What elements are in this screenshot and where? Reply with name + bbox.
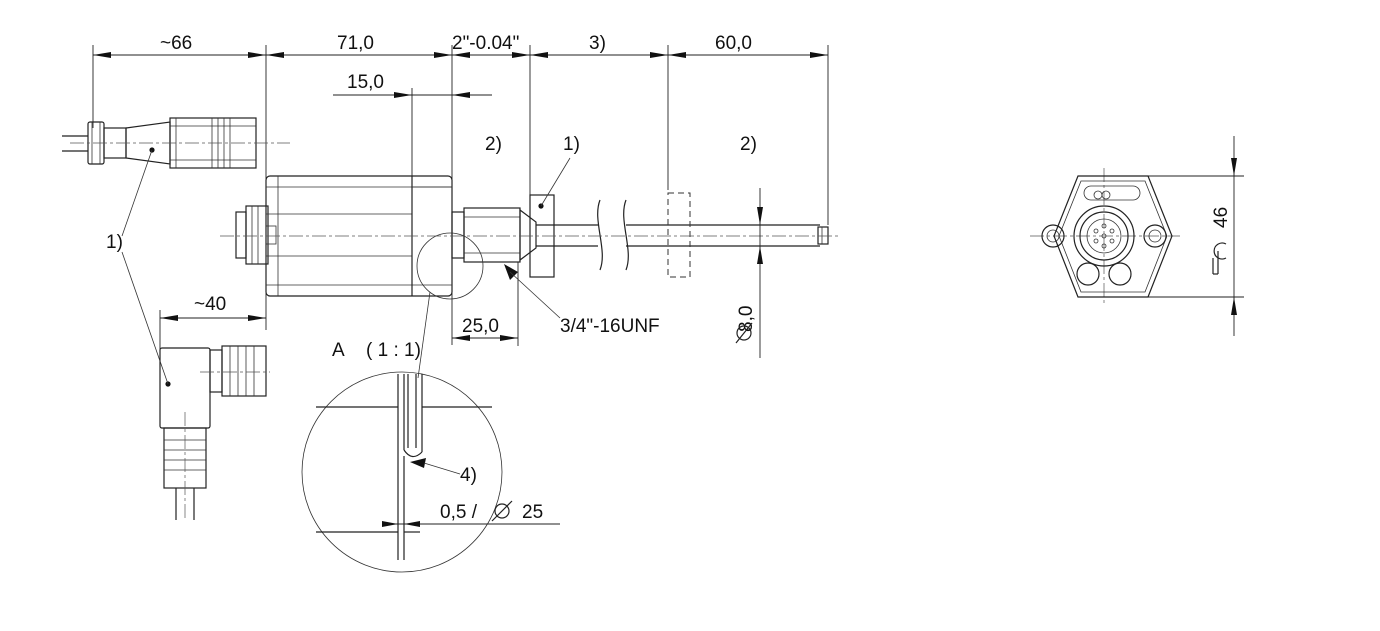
dim-stroke-ref: 3): [589, 33, 606, 54]
dim-hex-width: 25,0: [462, 316, 499, 337]
wrench-dimension: 46: [1108, 136, 1244, 336]
rod-diameter-dimension: 8,0: [735, 188, 776, 358]
dim-flange-width: 15,0: [347, 72, 384, 93]
note-2-right: 2): [740, 134, 757, 155]
angled-connector: ~40: [159, 294, 270, 520]
dim-null-zone: 60,0: [715, 33, 752, 54]
dim-detail-diameter: 25: [522, 502, 543, 523]
note-2-left: 2): [485, 134, 502, 155]
dim-wrench-size: 46: [1211, 207, 1232, 228]
hex-dimension: 25,0: [452, 262, 519, 346]
diameter-symbol: [735, 322, 753, 344]
detail-a: A ( 1 : 1) 0,5 / 25 4): [301, 340, 560, 573]
end-view: [1030, 168, 1180, 306]
dim-rod-diameter: 8,0: [736, 306, 757, 332]
dim-thread-length: 2"-0.04": [452, 33, 519, 54]
diameter-symbol-detail: [491, 500, 513, 522]
thread-callout: 3/4"-16UNF: [504, 264, 660, 337]
dim-detail-gap: 0,5 /: [440, 502, 478, 523]
detail-a-marker: [416, 232, 484, 300]
straight-connector: [62, 117, 290, 169]
note-1-connectors: 1): [106, 232, 123, 253]
detail-label: A: [332, 340, 345, 361]
dim-connector-length: ~66: [160, 33, 192, 54]
detail-scale: ( 1 : 1): [366, 340, 421, 361]
note-1-magnet: 1): [563, 134, 580, 155]
dim-body-length: 71,0: [337, 33, 374, 54]
sensor-body: [220, 175, 840, 297]
flange-dimension: 15,0: [333, 72, 492, 176]
top-dimension-chain: ~66 71,0 2"-0.04" 3) 60,0: [92, 33, 829, 345]
wrench-icon: [1212, 242, 1227, 275]
note-4: 4): [460, 465, 477, 486]
dim-angled-connector: ~40: [194, 294, 226, 315]
thread-spec: 3/4"-16UNF: [560, 316, 660, 337]
